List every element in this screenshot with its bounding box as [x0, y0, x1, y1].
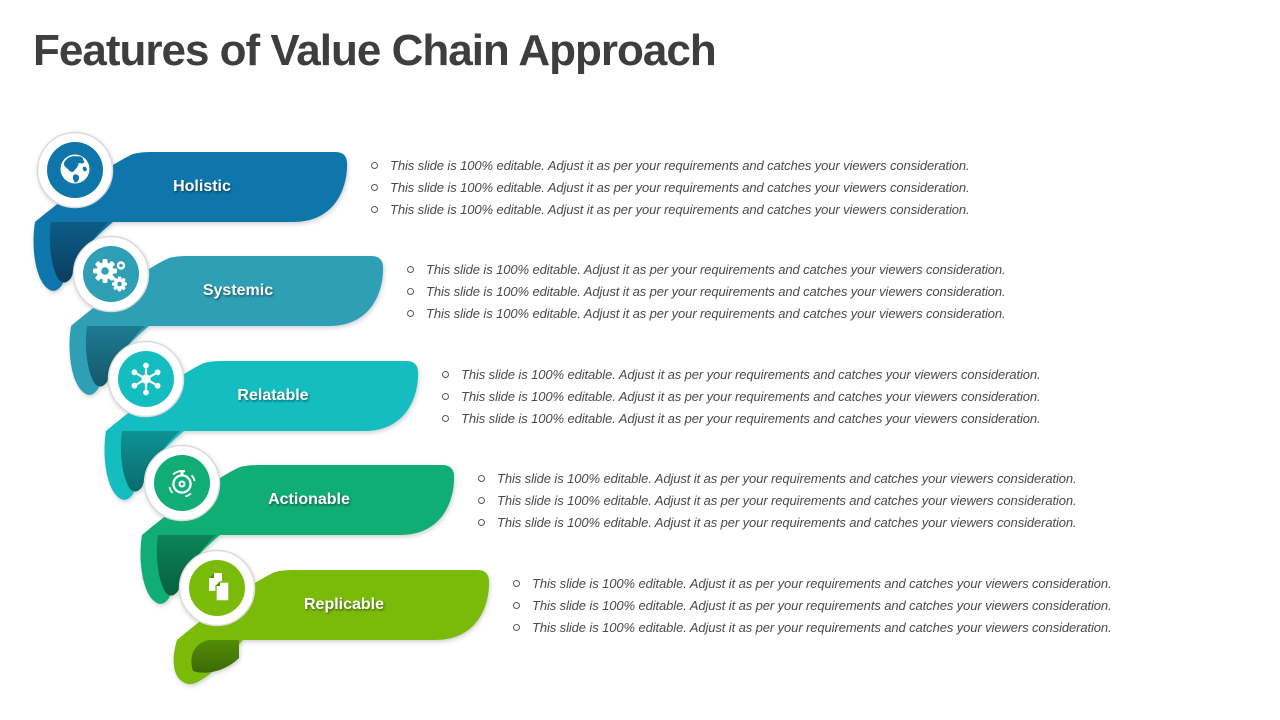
bullet-list-replicable: This slide is 100% editable. Adjust it a… — [513, 572, 1153, 638]
item-label: Relatable — [237, 387, 309, 404]
ribbon-item-replicable: Replicable — [163, 546, 505, 716]
ribbon-graphic — [33, 131, 348, 291]
circle-bullet-icon — [371, 205, 378, 213]
circle-bullet-icon — [513, 601, 520, 609]
ribbon-fold — [49, 222, 109, 283]
item-label: Systemic — [202, 282, 274, 299]
circle-bullet-icon — [371, 183, 378, 191]
bullet-text: This slide is 100% editable. Adjust it a… — [426, 305, 1006, 321]
circle-bullet-icon — [478, 496, 485, 504]
circle-bullet-icon — [442, 414, 449, 422]
bullet-text: This slide is 100% editable. Adjust it a… — [390, 179, 970, 195]
slide-title: Features of Value Chain Approach — [33, 26, 717, 75]
circle-bullet-icon — [513, 579, 520, 587]
bullet-list-relatable: This slide is 100% editable. Adjust it a… — [442, 363, 1082, 429]
bullet-item: This slide is 100% editable. Adjust it a… — [442, 407, 1082, 429]
circle-bullet-icon — [407, 309, 414, 317]
bullet-text: This slide is 100% editable. Adjust it a… — [426, 261, 1006, 277]
bullet-item: This slide is 100% editable. Adjust it a… — [513, 572, 1153, 594]
bullet-item: This slide is 100% editable. Adjust it a… — [407, 302, 1047, 324]
ribbon-item-actionable: Actionable — [128, 441, 470, 611]
circle-bullet-icon — [513, 623, 520, 631]
item-label: Holistic — [173, 178, 231, 195]
ribbon-fold — [191, 640, 239, 673]
bullet-item: This slide is 100% editable. Adjust it a… — [513, 594, 1153, 616]
ribbon-graphic — [104, 340, 419, 500]
ribbon-item-holistic: Holistic — [21, 128, 363, 298]
bullet-text: This slide is 100% editable. Adjust it a… — [461, 388, 1041, 404]
bullet-text: This slide is 100% editable. Adjust it a… — [532, 575, 1112, 591]
bullet-text: This slide is 100% editable. Adjust it a… — [532, 597, 1112, 613]
bullet-list-actionable: This slide is 100% editable. Adjust it a… — [478, 467, 1118, 533]
bullet-item: This slide is 100% editable. Adjust it a… — [371, 198, 1011, 220]
bullet-item: This slide is 100% editable. Adjust it a… — [371, 154, 1011, 176]
bullet-text: This slide is 100% editable. Adjust it a… — [390, 201, 970, 217]
bullet-item: This slide is 100% editable. Adjust it a… — [442, 385, 1082, 407]
gears-icon — [93, 259, 127, 292]
circle-bullet-icon — [407, 265, 414, 273]
ribbon-fold — [120, 431, 180, 492]
bullet-item: This slide is 100% editable. Adjust it a… — [371, 176, 1011, 198]
bullet-item: This slide is 100% editable. Adjust it a… — [407, 280, 1047, 302]
bullet-list-holistic: This slide is 100% editable. Adjust it a… — [371, 154, 1011, 220]
bullet-item: This slide is 100% editable. Adjust it a… — [478, 511, 1118, 533]
circle-bullet-icon — [478, 474, 485, 482]
bullet-item: This slide is 100% editable. Adjust it a… — [513, 616, 1153, 638]
bullet-text: This slide is 100% editable. Adjust it a… — [461, 366, 1041, 382]
bullet-item: This slide is 100% editable. Adjust it a… — [407, 258, 1047, 280]
item-label: Actionable — [268, 491, 350, 508]
bullet-text: This slide is 100% editable. Adjust it a… — [461, 410, 1041, 426]
bullet-item: This slide is 100% editable. Adjust it a… — [478, 489, 1118, 511]
circle-bullet-icon — [442, 370, 449, 378]
bullet-item: This slide is 100% editable. Adjust it a… — [478, 467, 1118, 489]
circle-bullet-icon — [442, 392, 449, 400]
circle-bullet-icon — [407, 287, 414, 295]
bullet-list-systemic: This slide is 100% editable. Adjust it a… — [407, 258, 1047, 324]
ribbon-graphic — [173, 549, 490, 685]
bullet-text: This slide is 100% editable. Adjust it a… — [532, 619, 1112, 635]
circle-bullet-icon — [371, 161, 378, 169]
bullet-text: This slide is 100% editable. Adjust it a… — [497, 492, 1077, 508]
ribbon-graphic — [140, 444, 455, 604]
bullet-text: This slide is 100% editable. Adjust it a… — [390, 157, 970, 173]
bullet-text: This slide is 100% editable. Adjust it a… — [497, 470, 1077, 486]
ribbon-graphic — [69, 235, 384, 395]
stopwatch-icon — [168, 470, 196, 498]
globe-icon — [60, 154, 90, 184]
network-hub-icon — [131, 362, 161, 396]
bullet-text: This slide is 100% editable. Adjust it a… — [497, 514, 1077, 530]
bullet-item: This slide is 100% editable. Adjust it a… — [442, 363, 1082, 385]
bullet-text: This slide is 100% editable. Adjust it a… — [426, 283, 1006, 299]
circle-bullet-icon — [478, 518, 485, 526]
ribbon-item-systemic: Systemic — [57, 232, 399, 402]
item-label: Replicable — [303, 596, 385, 613]
copy-documents-icon — [209, 573, 230, 602]
ribbon-item-relatable: Relatable — [92, 337, 434, 507]
